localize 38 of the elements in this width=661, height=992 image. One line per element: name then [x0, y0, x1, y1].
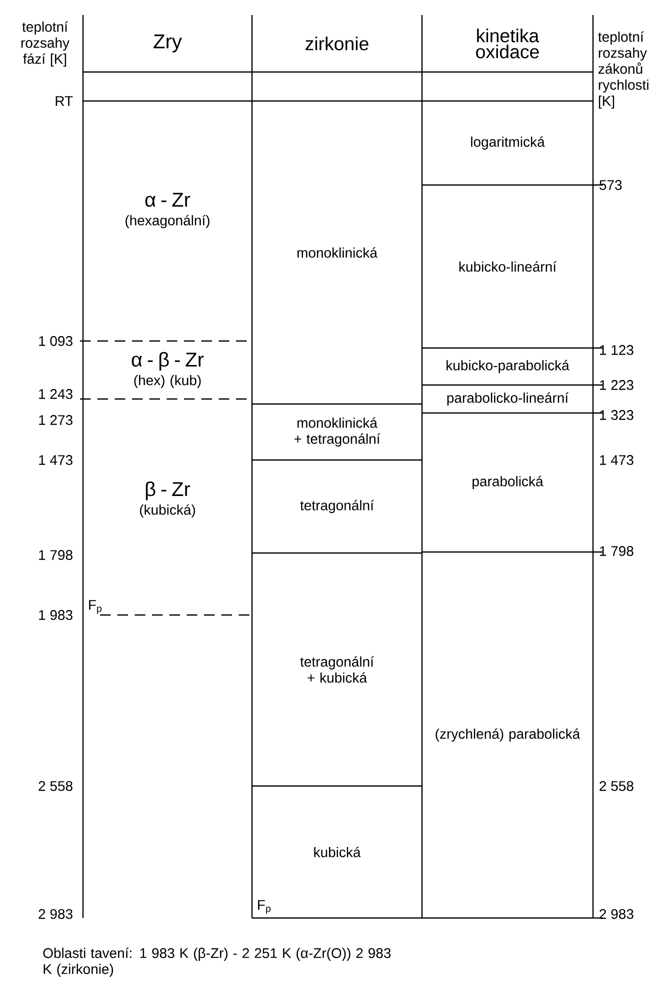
axis-label: 573 — [600, 180, 622, 190]
table-cell: tetragonální + kubická — [300, 656, 374, 683]
axis-label: 1 983 — [39, 610, 72, 620]
table-cell: monoklinická + tetragonální — [294, 417, 380, 447]
table-cell: α - β - Zr (hex) (kub) — [132, 352, 204, 388]
axis-label: 2 558 — [38, 781, 72, 791]
table-cell: tetragonální — [300, 500, 374, 514]
axis-label: 1 798 — [39, 550, 72, 560]
header-cell: Zry — [154, 34, 182, 52]
axis-label: 1 473 — [600, 455, 634, 465]
axis-label: 1 473 — [39, 455, 72, 465]
table-cell: β - Zr (kubická) — [140, 481, 195, 518]
table-cell: monoklinická — [297, 247, 378, 258]
axis-label: 1 798 — [600, 546, 634, 556]
table-cell: logaritmická — [471, 136, 545, 150]
table-cell: kubická — [314, 846, 361, 858]
header-cell: zirkonie — [306, 36, 368, 50]
table-cell: parabolická — [472, 476, 544, 490]
table-cell: α - Zr (hexagonální) — [126, 192, 210, 228]
header-cell: kinetika oxidace — [476, 28, 540, 58]
axis-label: 1 123 — [600, 345, 634, 355]
table-cell: kubicko-lineární — [459, 261, 556, 272]
axis-label: 1 223 — [600, 380, 634, 390]
axis-label: 1 273 — [39, 415, 72, 425]
axis-label: F$_{p}$ — [258, 900, 271, 914]
axis-label: 1 323 — [600, 410, 634, 420]
axis-label: teplotní rozsahy fází [K] — [21, 21, 70, 67]
axis-label: 2 558 — [600, 781, 634, 791]
axis-label: 1 093 — [39, 336, 72, 346]
axis-label: teplotní rozsahy zákonů rychlosti [K] — [598, 31, 648, 109]
axis-label: F$_{p}$ — [89, 600, 102, 614]
axis-label: RT — [56, 96, 73, 106]
table-cell: (zrychlená) parabolická — [436, 728, 580, 742]
axis-label: 2 983 — [38, 909, 72, 919]
axis-label: 1 243 — [39, 389, 72, 399]
table-cell: parabolicko-lineární — [447, 392, 568, 406]
table-cell: kubicko-parabolická — [446, 360, 570, 374]
caption: Oblasti tavení: 1 983 K (β-Zr) - 2 251 K (α-Zr(O)) 2 983 K (zirkonie) — [43, 948, 391, 977]
